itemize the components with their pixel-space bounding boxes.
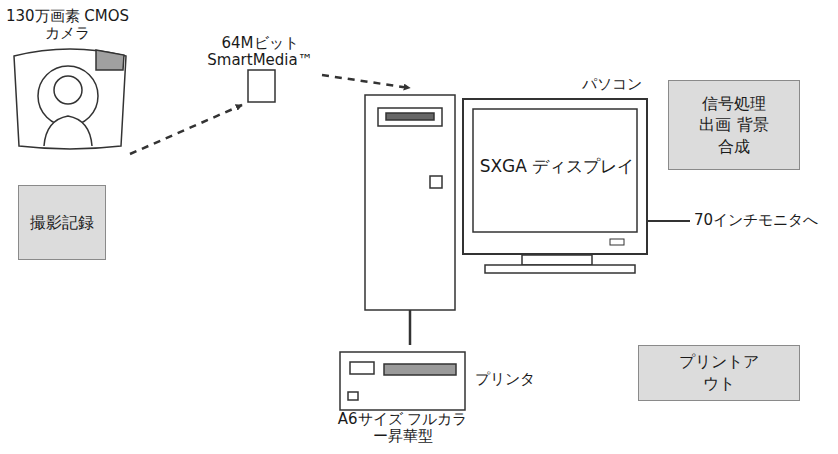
video-out-line: [648, 220, 690, 222]
drive-slot: [386, 113, 434, 120]
dashed-arrow: [322, 75, 410, 88]
camera: 130万画素 CMOSカメラ: [5, 8, 130, 158]
drive-bay: [378, 108, 442, 126]
node-label: SXGA ディスプレイ: [464, 155, 650, 177]
monitor-foot: [485, 265, 635, 273]
smartmedia-card: 64Mビット SmartMedia™: [200, 35, 320, 105]
screen-outline: [464, 100, 646, 253]
display: SXGA ディスプレイ: [462, 98, 648, 255]
cable-line: [409, 310, 412, 345]
printer-slot: [384, 364, 456, 375]
node-caption: A6サイズ フルカラー昇華型: [335, 411, 470, 446]
camera-body: [14, 49, 126, 149]
power-button: [430, 176, 442, 188]
node-label: 130万画素 CMOSカメラ: [5, 8, 130, 43]
pc: パソコンSXGA ディスプレイ: [360, 88, 660, 310]
output-label: 70インチモニタへ: [692, 211, 820, 230]
camera-mount: [44, 116, 92, 146]
dashed-arrow: [130, 105, 242, 154]
node-label: 撮影記録: [30, 212, 94, 234]
printer-button: [348, 392, 358, 400]
process-box: 信号処理 出画 背景合成: [668, 80, 800, 170]
node-label: 信号処理 出画 背景合成: [692, 93, 775, 158]
printer: プリンタ A6サイズ フルカラー昇華型: [335, 345, 540, 453]
printer-panel: [350, 362, 374, 374]
smartmedia-card: [248, 70, 275, 102]
node-label: プリントアウト: [677, 351, 760, 394]
node-label: 64Mビット SmartMedia™: [200, 35, 320, 70]
node-label: プリンタ: [475, 371, 535, 388]
process-box: 撮影記録: [18, 185, 106, 260]
process-box: プリントアウト: [638, 345, 800, 401]
printer-body: [340, 352, 465, 410]
pc-tower: [365, 95, 455, 310]
monitor-neck: [522, 255, 592, 265]
camera-lens-inner: [54, 76, 82, 104]
camera-grip: [96, 50, 124, 70]
node-label: パソコン: [582, 76, 642, 93]
